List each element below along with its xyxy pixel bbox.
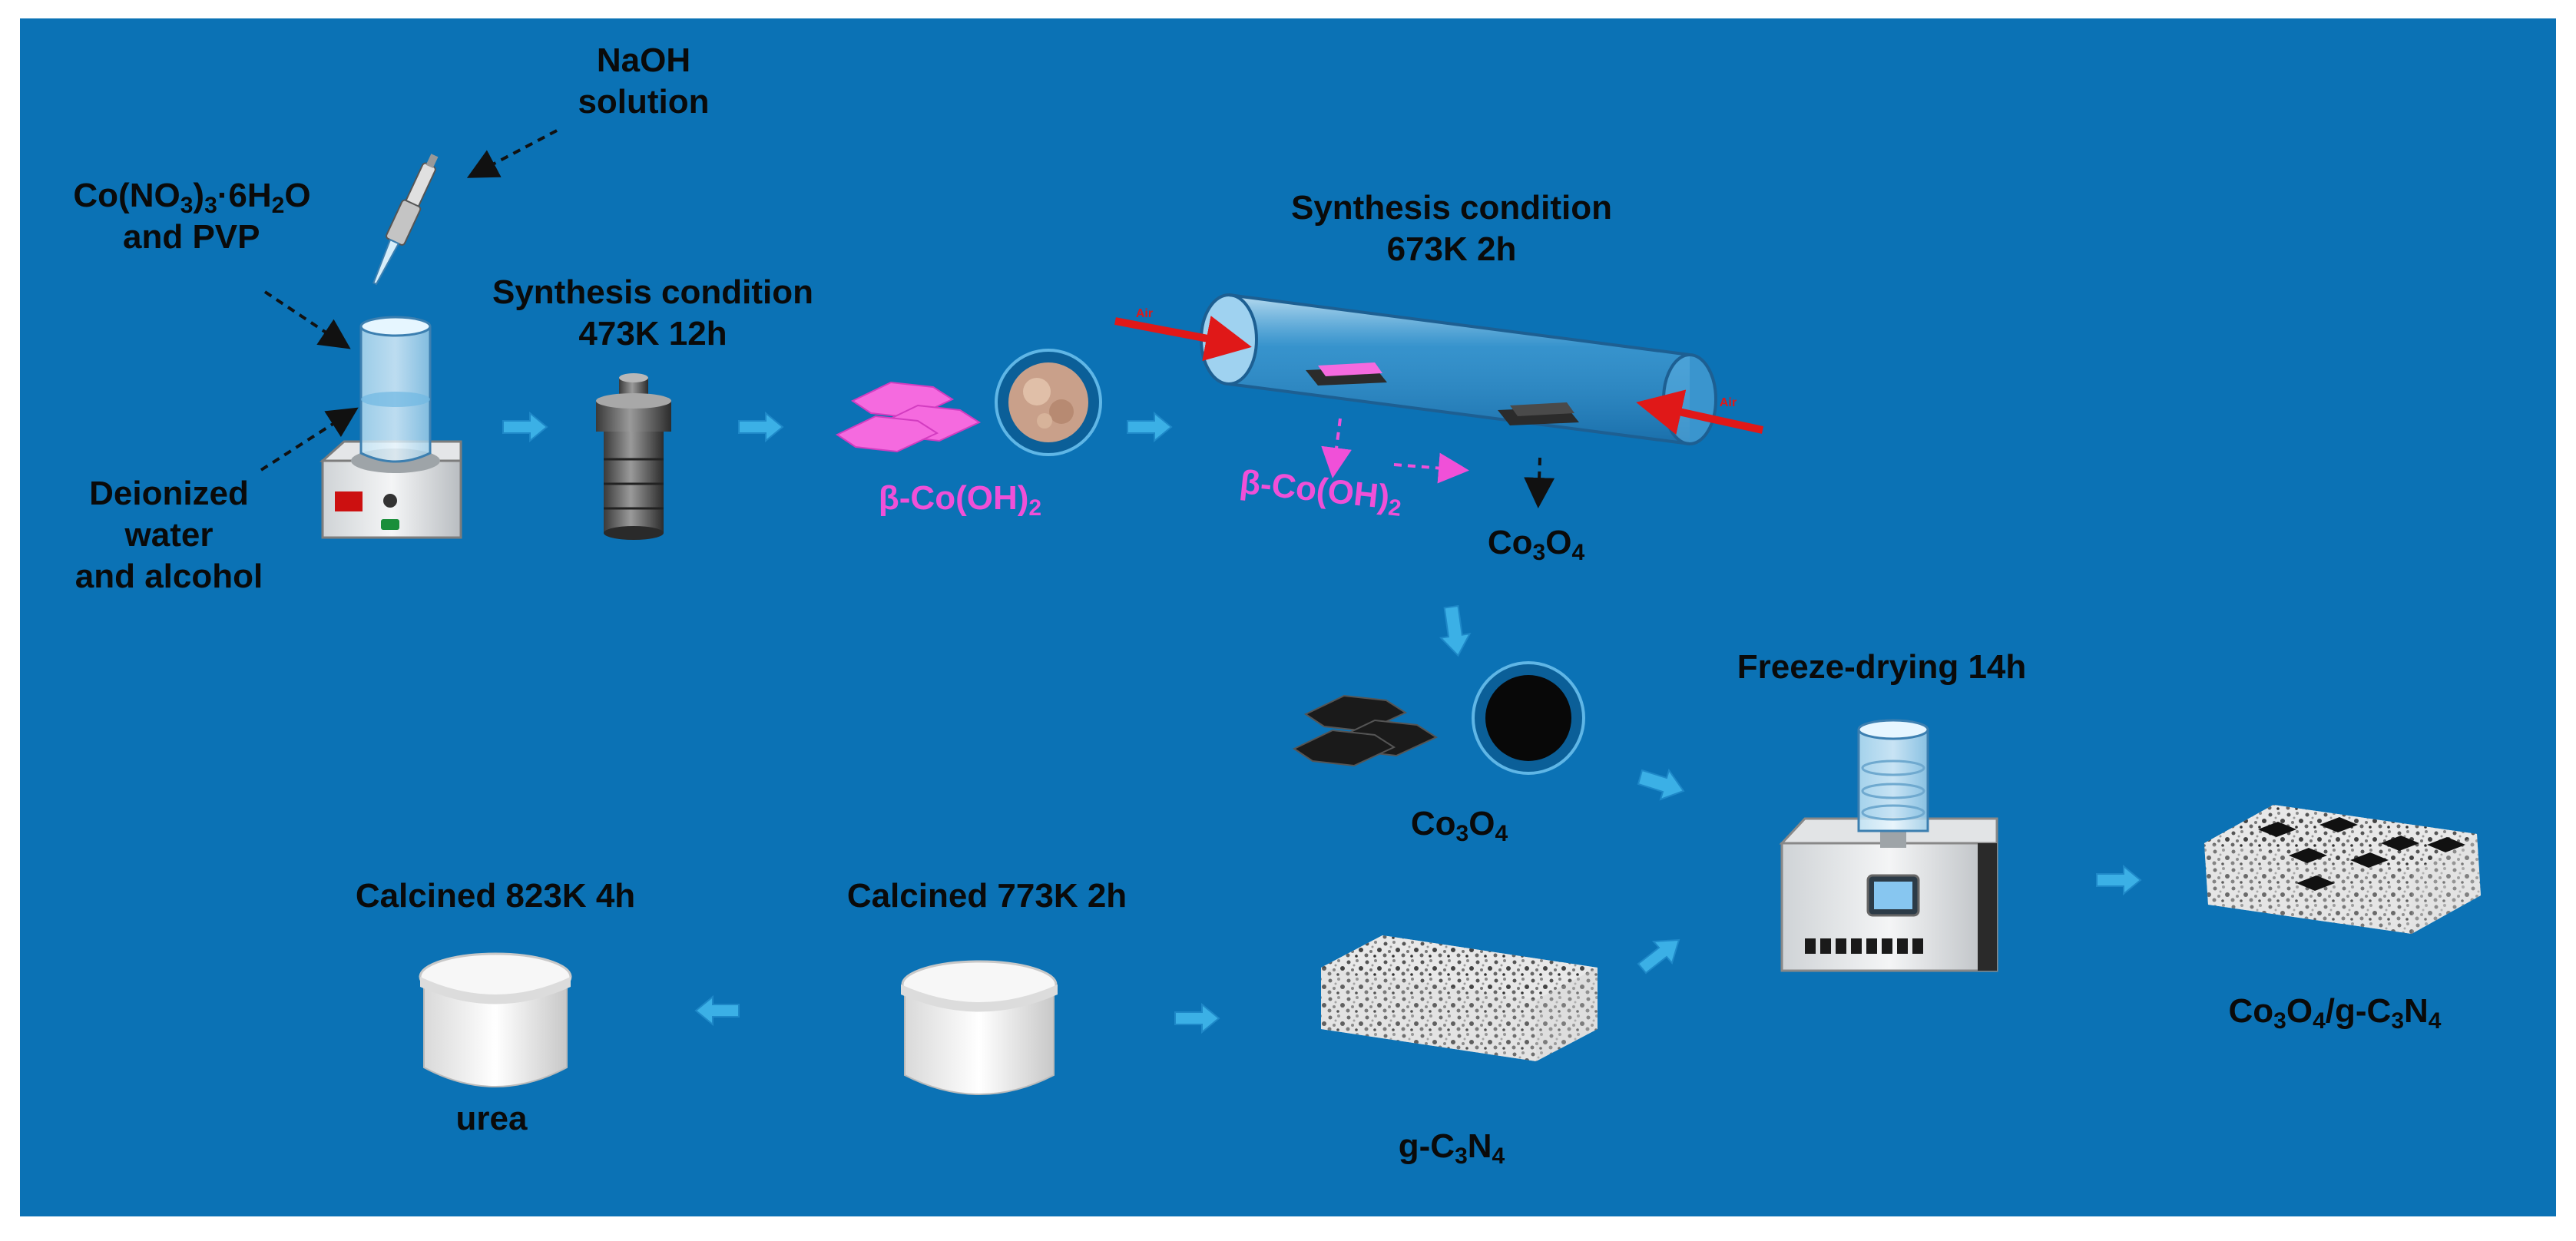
naoh-leader (466, 129, 558, 178)
autoclave-icon (596, 373, 671, 540)
tube-furnace-icon (1200, 293, 1717, 445)
flow-arrow-9 (1637, 938, 1680, 975)
beta-cobalt-hydroxide-label: β-Co(OH)2 (878, 479, 1042, 521)
air-right-label: Air (1719, 396, 1737, 409)
urea-label: urea (455, 1100, 528, 1137)
flow-arrows (502, 411, 2142, 1034)
crucible-second-icon (901, 960, 1058, 1095)
crucible-urea-icon (419, 952, 572, 1087)
pipette-icon (372, 154, 439, 286)
air-left-label: Air (1135, 307, 1154, 320)
gcn-label: g-C3N4 (1398, 1127, 1505, 1169)
solvent-label: Deionized water and alcohol (74, 475, 263, 595)
boat-left (1306, 362, 1387, 386)
flow-arrow-2 (738, 411, 784, 443)
solvent-leader (260, 407, 359, 472)
cobalt-oxide-platelets (1292, 694, 1439, 767)
flow-arrow-5 (1637, 768, 1685, 801)
boat-right (1498, 402, 1579, 425)
naoh-label: NaOH solution (578, 41, 710, 121)
freeze-dryer-icon (1779, 719, 1998, 972)
cobalt-oxide-label: Co3O4 (1410, 805, 1508, 846)
magnetic-stirrer-icon (320, 316, 462, 539)
beta-cobalt-hydroxide-sem-circle (995, 349, 1102, 456)
composite-slab-icon (2204, 805, 2481, 934)
freeze-drying-label: Freeze-drying 14h (1737, 648, 2027, 686)
pink-right-arrow (1393, 452, 1469, 484)
flow-arrow-4 (1439, 604, 1472, 657)
composite-label: Co3O4/g-C3N4 (2228, 992, 2442, 1034)
precursor-label: Co(NO3)3·6H2O and PVP (73, 177, 311, 256)
flow-arrow-7 (694, 994, 740, 1027)
synthesis-condition-2-label: Synthesis condition 673K 2h (1290, 189, 1613, 268)
air-arrow-right (1636, 389, 1764, 435)
flow-arrow-6 (2096, 864, 2142, 896)
black-down-arrow (1524, 457, 1555, 508)
beta-cobalt-hydroxide-platelets (835, 381, 982, 453)
pink-down-arrow (1321, 418, 1352, 478)
air-arrow-left (1114, 316, 1252, 362)
synthesis-condition-1-label: Synthesis condition 473K 12h (492, 273, 814, 352)
cobalt-oxide-sem-circle (1472, 661, 1585, 775)
flow-arrow-3 (1127, 411, 1173, 443)
flow-arrow-8 (1174, 1002, 1220, 1034)
gcn-slab-icon (1321, 935, 1598, 1061)
calcined-773k-label: Calcined 773K 2h (846, 877, 1127, 915)
cobalt-oxide-tube-label: Co3O4 (1487, 524, 1585, 565)
precursor-leader (263, 290, 351, 349)
flow-arrow-1 (502, 411, 548, 443)
calcined-823k-label: Calcined 823K 4h (355, 877, 636, 915)
